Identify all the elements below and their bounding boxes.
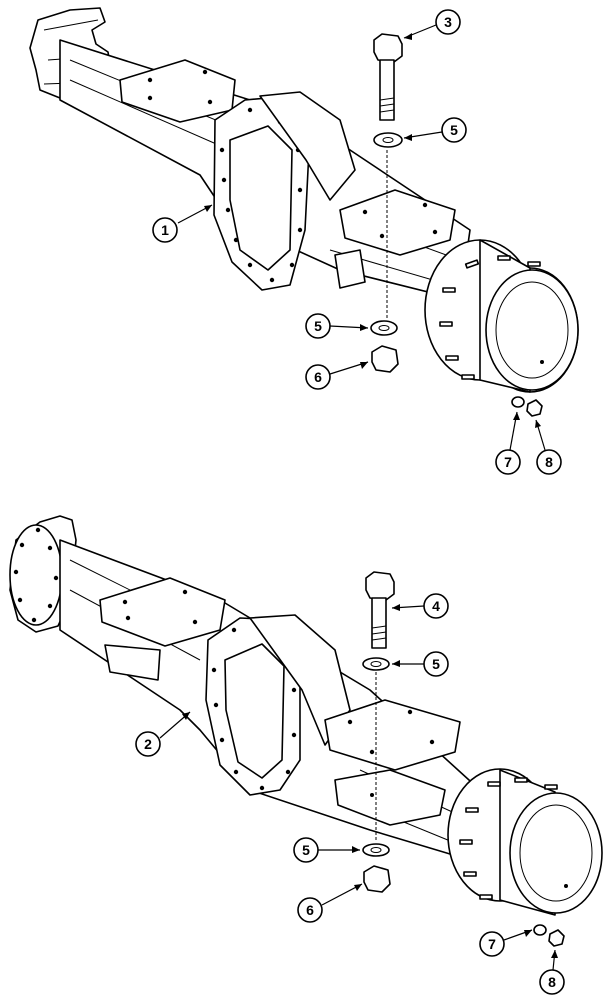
- nut-6-bottom: [363, 865, 391, 893]
- callout-label-7: 7: [488, 936, 496, 952]
- rear-hub-studs: [459, 777, 558, 900]
- washer-7-top: [511, 396, 525, 408]
- callout-label-5-upper: 5: [432, 656, 440, 672]
- hub-studs: [439, 255, 541, 380]
- callout-label-2: 2: [144, 736, 152, 752]
- callout-label-4: 4: [432, 598, 440, 614]
- callout-label-8: 8: [545, 454, 553, 470]
- callout-label-6: 6: [314, 369, 322, 385]
- callout-label-5-upper: 5: [450, 122, 458, 138]
- callouts-bottom: 2 4 5 5 6 7 8: [135, 593, 565, 995]
- washer-5-bottom-upper: [362, 657, 390, 671]
- front-axle-assembly: [29, 7, 579, 417]
- washer-5-top-upper: [373, 132, 403, 148]
- nut-6-top: [371, 345, 399, 373]
- nut-8-top: [526, 399, 543, 417]
- washer-5-top-lower: [370, 320, 398, 336]
- washer-7-bottom: [533, 924, 547, 936]
- bolt-3: [373, 33, 403, 121]
- callout-label-5-lower: 5: [314, 318, 322, 334]
- washer-5-bottom-lower: [362, 843, 390, 857]
- callout-label-5-lower: 5: [302, 842, 310, 858]
- bolt-4: [365, 571, 395, 649]
- nut-8-bottom: [548, 929, 565, 947]
- callout-label-1: 1: [161, 222, 169, 238]
- callout-label-3: 3: [444, 14, 452, 30]
- callout-label-8: 8: [548, 974, 556, 990]
- flange-holes: [13, 527, 59, 623]
- callout-label-6: 6: [306, 902, 314, 918]
- callouts-top: 1 3 5 5 6 7 8: [152, 9, 562, 475]
- rear-axle-assembly: [9, 515, 603, 947]
- callout-label-7: 7: [504, 454, 512, 470]
